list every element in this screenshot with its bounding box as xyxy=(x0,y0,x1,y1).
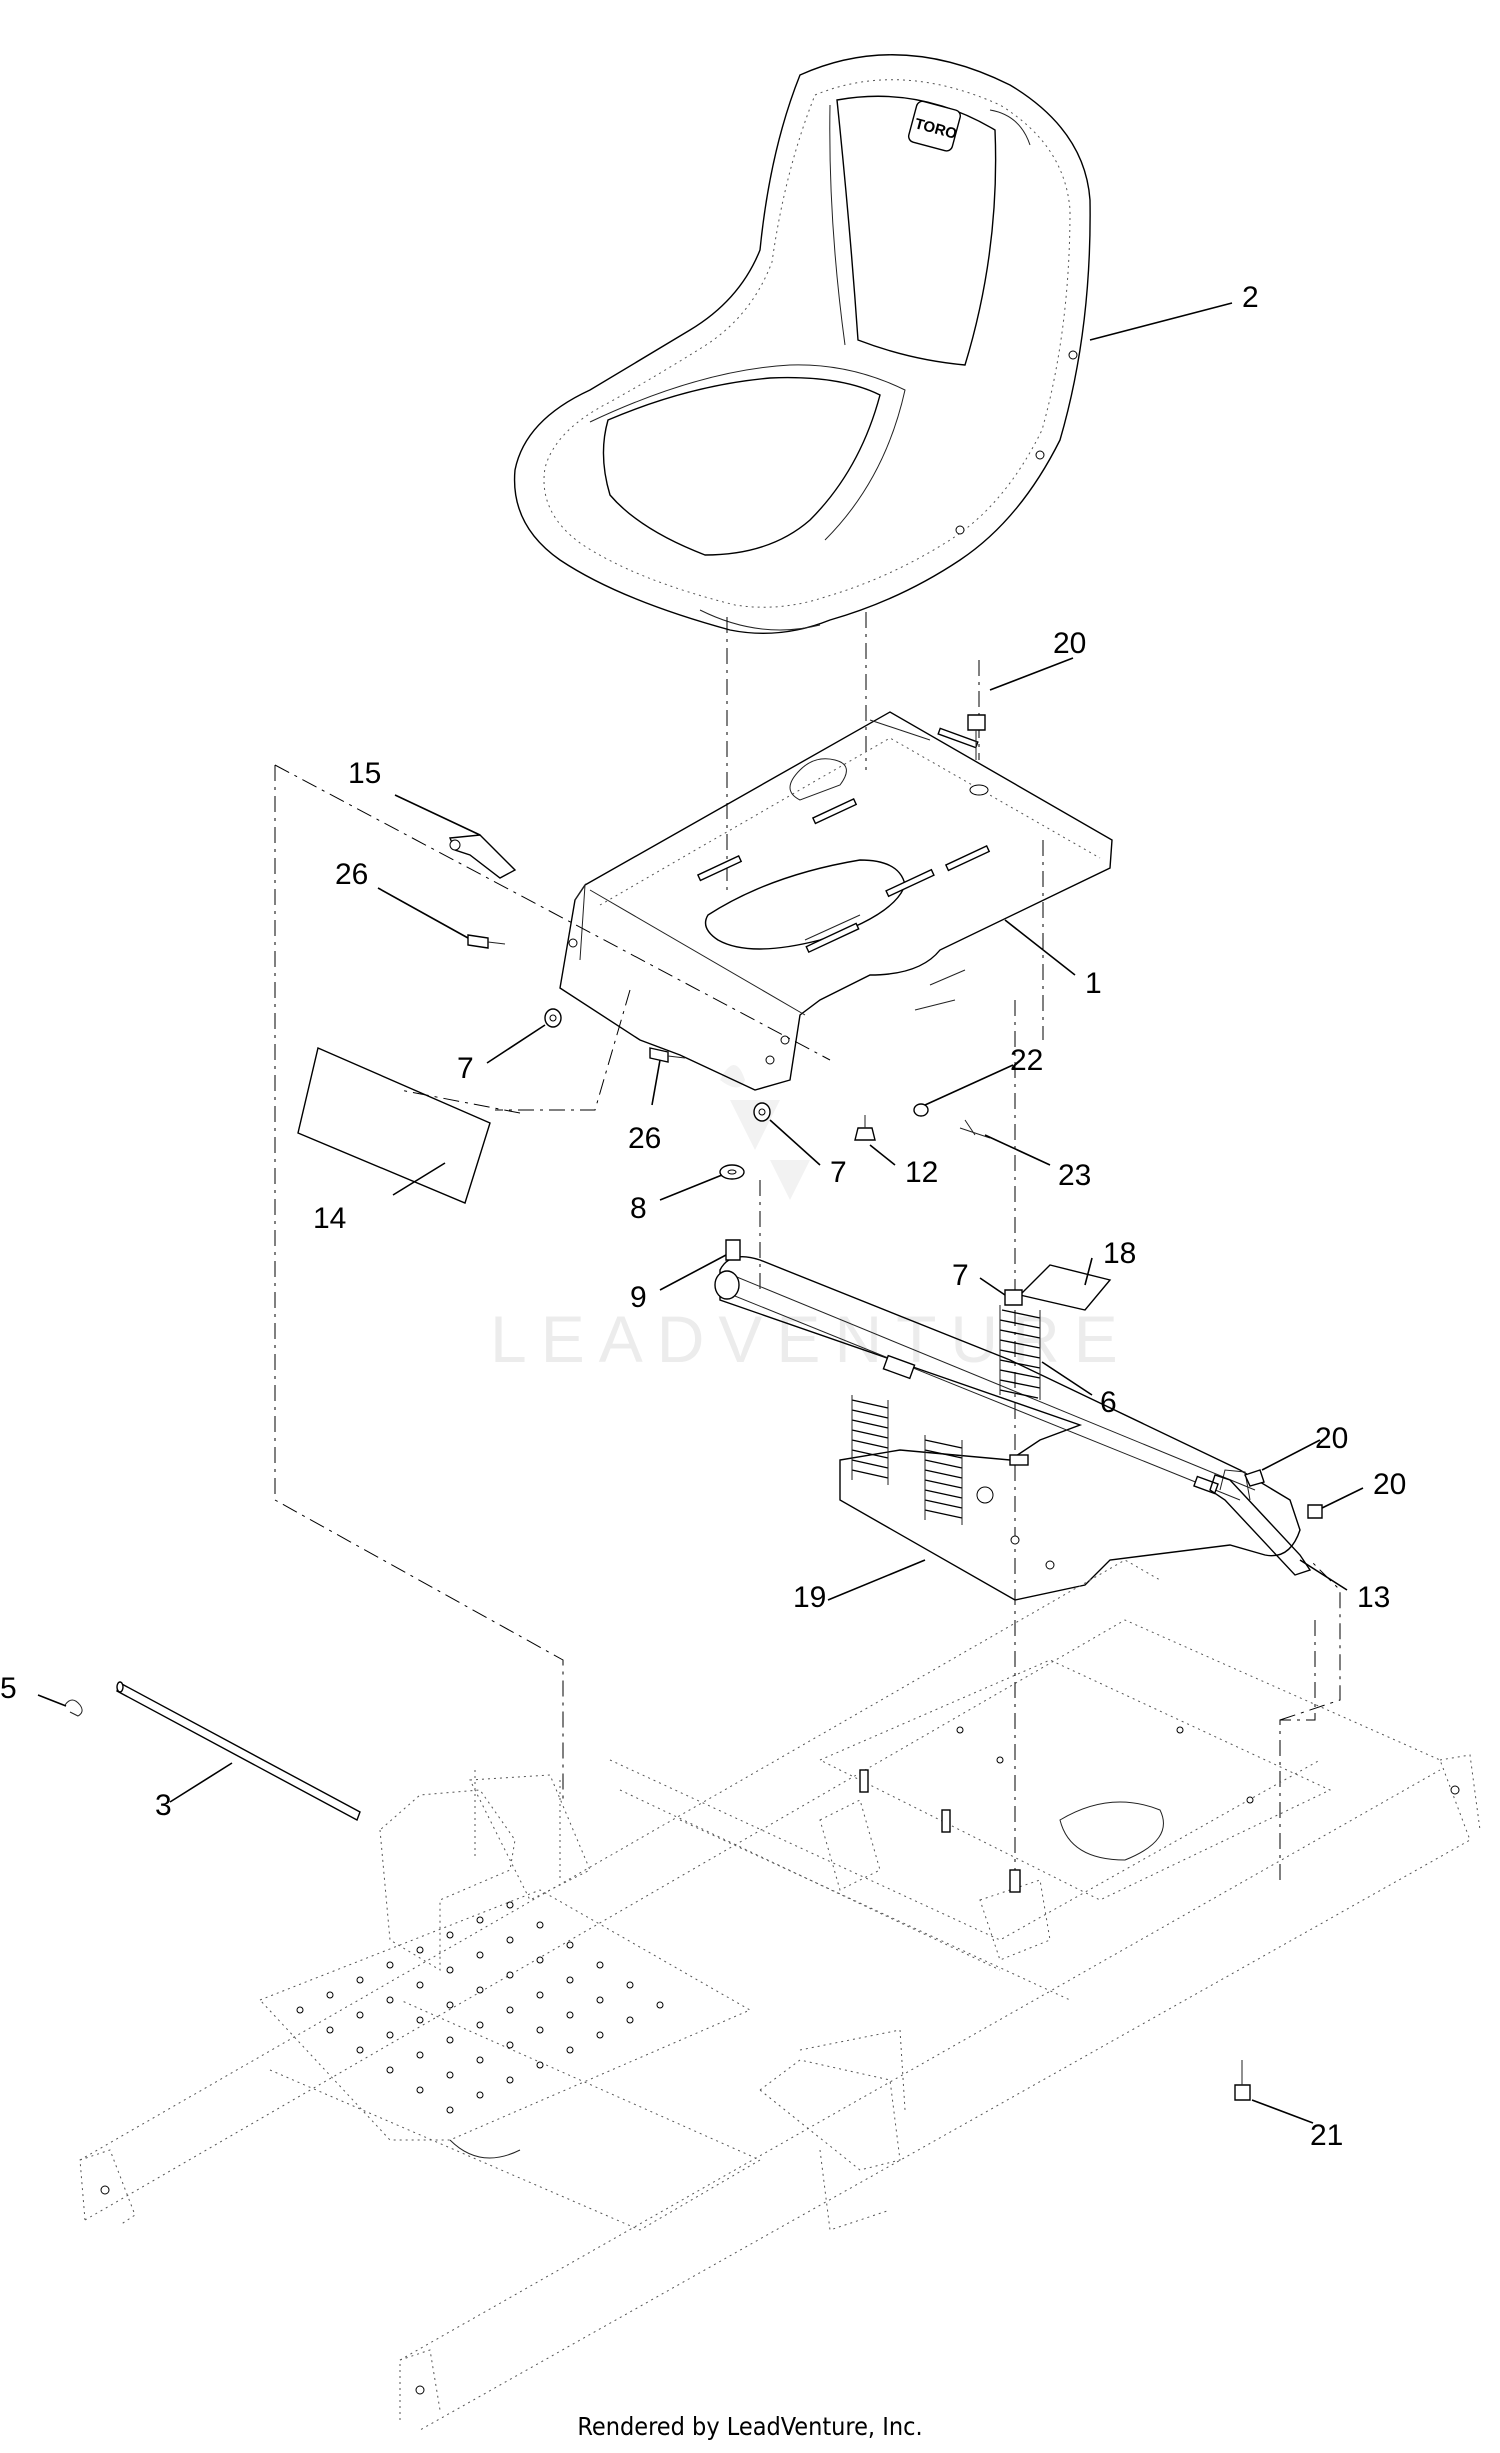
callout-2: 2 xyxy=(1242,281,1259,314)
spring-front xyxy=(999,1305,1041,1400)
callout-26-center: 26 xyxy=(628,1122,661,1155)
seat: TORO xyxy=(513,54,1091,635)
callout-21: 21 xyxy=(1310,2119,1343,2152)
seat-plate xyxy=(559,711,1113,1091)
decal-14 xyxy=(297,1047,491,1204)
callout-8: 8 xyxy=(630,1192,647,1225)
spring-rear xyxy=(924,1435,963,1525)
callout-1: 1 xyxy=(1085,967,1102,1000)
callout-15: 15 xyxy=(348,757,381,790)
callout-7-left: 7 xyxy=(457,1052,474,1085)
mounting-bracket xyxy=(1209,1474,1312,1576)
chassis-frame xyxy=(79,1559,1481,2431)
latch-15 xyxy=(448,834,517,879)
callout-12: 12 xyxy=(905,1156,938,1189)
callout-13: 13 xyxy=(1357,1581,1390,1614)
hardware xyxy=(64,714,1323,2101)
callout-7-spring: 7 xyxy=(952,1259,969,1292)
callout-3: 3 xyxy=(155,1789,172,1822)
callout-26-left: 26 xyxy=(335,858,368,891)
watermark: LEADVENTURE xyxy=(490,1065,1132,1376)
callout-23: 23 xyxy=(1058,1159,1091,1192)
decal-18 xyxy=(1018,1264,1112,1311)
suspension-arm xyxy=(714,1256,1301,1601)
watermark-logo-icon xyxy=(720,1065,810,1200)
callout-22: 22 xyxy=(1010,1044,1043,1077)
callout-20-right: 20 xyxy=(1315,1422,1348,1455)
spring-middle xyxy=(851,1395,889,1485)
pivot-rod xyxy=(116,1681,361,1821)
callout-14: 14 xyxy=(313,1202,346,1235)
callout-20-top: 20 xyxy=(1053,627,1086,660)
callout-7-center: 7 xyxy=(830,1156,847,1189)
seat-badge: TORO xyxy=(907,100,962,152)
callout-18: 18 xyxy=(1103,1237,1136,1270)
footer-credit: Rendered by LeadVenture, Inc. xyxy=(577,2412,923,2441)
leader-lines xyxy=(37,302,1364,2124)
callout-6: 6 xyxy=(1100,1386,1117,1419)
callout-20-far-right: 20 xyxy=(1373,1468,1406,1501)
watermark-text: LEADVENTURE xyxy=(490,1302,1132,1376)
callout-19: 19 xyxy=(793,1581,826,1614)
callout-5: 5 xyxy=(0,1672,17,1705)
callouts: 2 20 1 15 26 7 26 7 12 22 23 14 8 9 7 18… xyxy=(0,281,1406,2152)
callout-9: 9 xyxy=(630,1281,647,1314)
